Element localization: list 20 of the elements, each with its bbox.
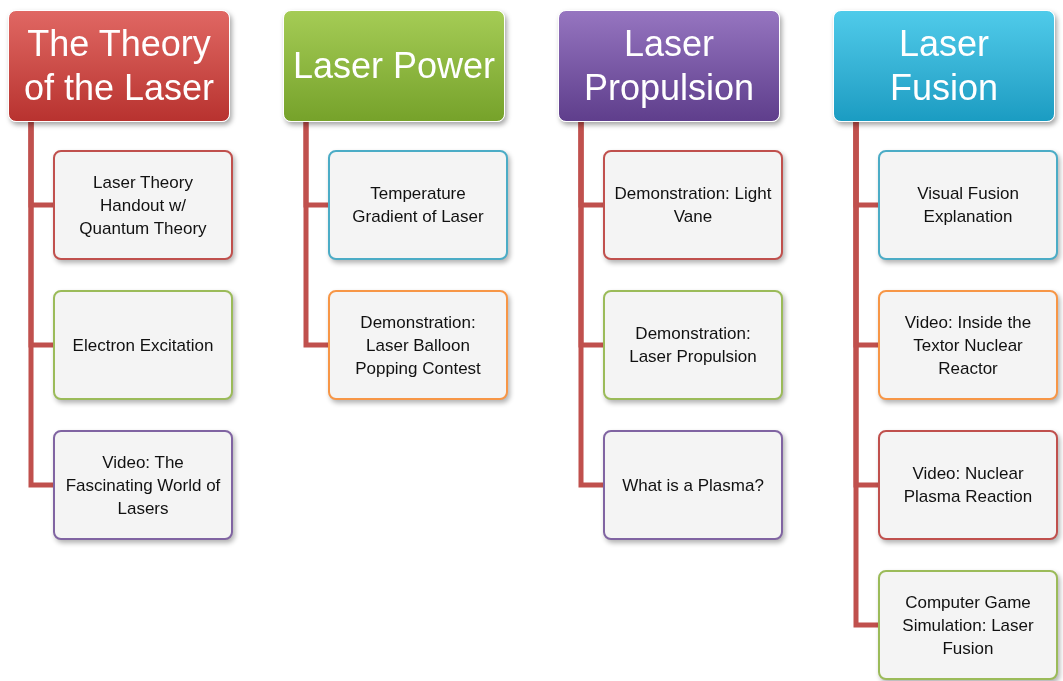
topic-box: Demonstration: Laser Propulsion [603, 290, 783, 400]
connector-line [28, 122, 53, 488]
topic-box: Electron Excitation [53, 290, 233, 400]
category-header-box: The Theory of the Laser [8, 10, 230, 122]
topic-box: Laser Theory Handout w/ Quantum Theory [53, 150, 233, 260]
topic-box: Temperature Gradient of Laser [328, 150, 508, 260]
topic-box: Video: Nuclear Plasma Reaction [878, 430, 1058, 540]
category-header-box: Laser Power [283, 10, 505, 122]
topic-box: Video: The Fascinating World of Lasers [53, 430, 233, 540]
connector-line [303, 122, 328, 348]
topic-box: What is a Plasma? [603, 430, 783, 540]
topic-box: Visual Fusion Explanation [878, 150, 1058, 260]
category-header-box: Laser Propulsion [558, 10, 780, 122]
connector-line [578, 122, 603, 488]
topic-box: Demonstration: Laser Balloon Popping Contest [328, 290, 508, 400]
category-header-box: Laser Fusion [833, 10, 1055, 122]
topic-box: Demonstration: Light Vane [603, 150, 783, 260]
topic-box: Computer Game Simulation: Laser Fusion [878, 570, 1058, 680]
topic-box: Video: Inside the Textor Nuclear Reactor [878, 290, 1058, 400]
connector-line [853, 122, 878, 628]
